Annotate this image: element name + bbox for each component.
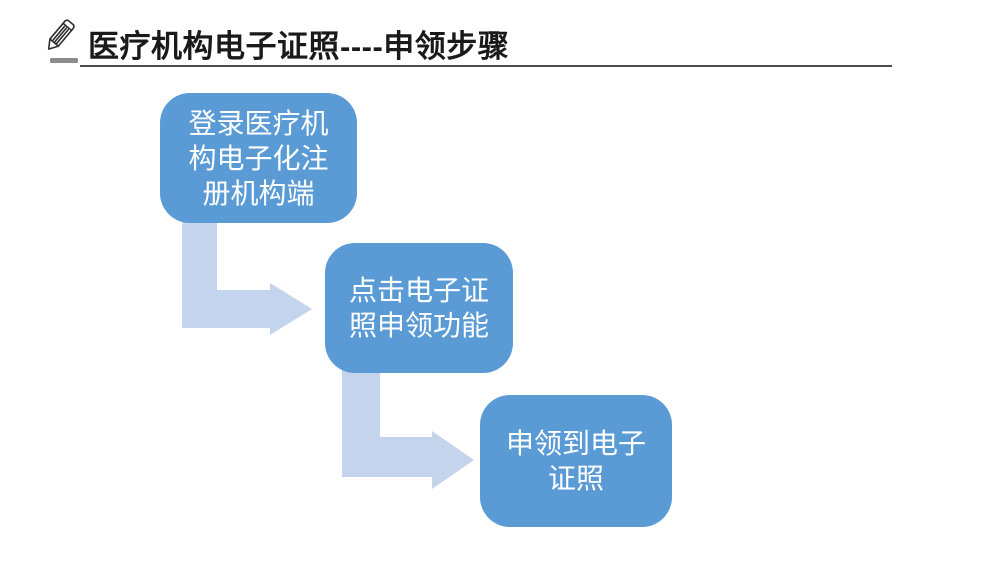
pencil-body xyxy=(49,19,75,47)
flow-step-3: 申领到电子 证照 xyxy=(480,395,672,527)
pencil-tip xyxy=(47,38,60,50)
step-label-line: 申领到电子 xyxy=(505,428,646,459)
flow-step-1: 登录医疗机 构电子化注 册机构端 xyxy=(160,93,357,223)
pencil-underline-mark xyxy=(50,58,78,63)
elbow-arrow-1-icon xyxy=(182,215,312,335)
step-label-line: 证照 xyxy=(547,463,604,494)
step-label-line: 构电子化注 xyxy=(188,142,329,174)
title-divider xyxy=(80,65,892,67)
pencil-icon xyxy=(47,19,75,50)
page-title: 医疗机构电子证照----申领步骤 xyxy=(88,29,510,64)
step-label-line: 照申领功能 xyxy=(348,310,489,341)
step-label-line: 册机构端 xyxy=(202,177,315,209)
elbow-arrow-2-icon xyxy=(342,365,474,489)
flow-step-2: 点击电子证 照申领功能 xyxy=(325,243,513,373)
step-label-line: 点击电子证 xyxy=(348,275,489,306)
step-label-line: 登录医疗机 xyxy=(188,107,329,139)
